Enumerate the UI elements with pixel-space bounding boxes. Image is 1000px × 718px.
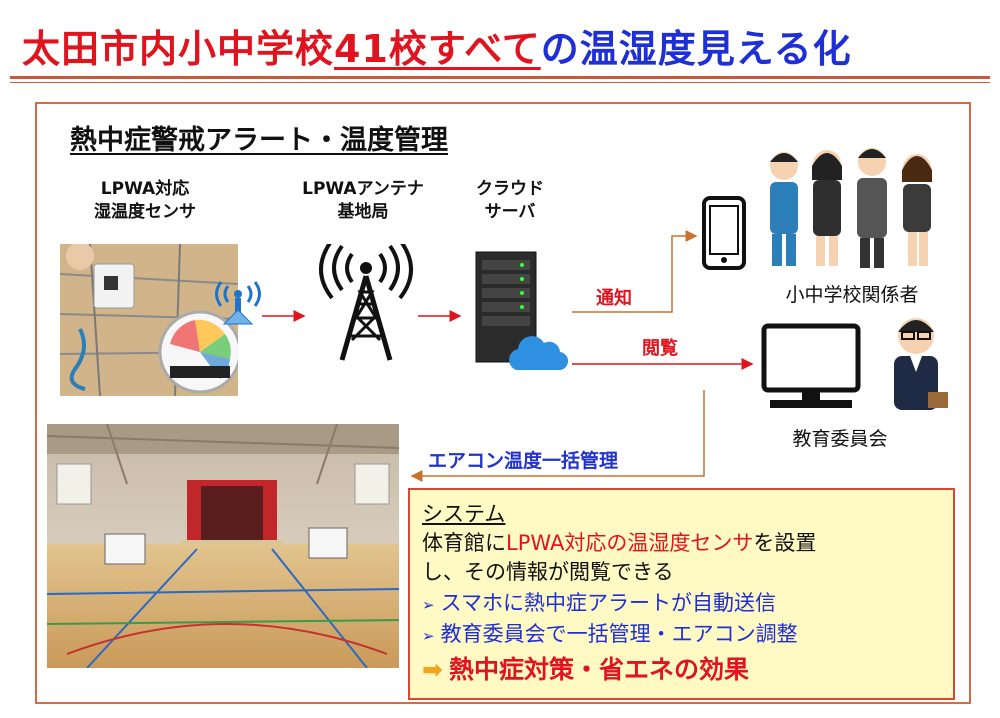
title-part2: 41校すべて (334, 27, 541, 71)
arrow-ac-manage (410, 390, 705, 482)
title-rule-thin (10, 82, 990, 83)
bullet2-text: 教育委員会で一括管理・エアコン調整 (440, 622, 798, 646)
monitor-icon (756, 322, 866, 412)
antenna-label-line1: LPWAアンテナ (302, 179, 424, 199)
cloud-server-label: クラウド サーバ (460, 178, 560, 224)
bullet1-text: スマホに熱中症アラートが自動送信 (440, 591, 776, 615)
view-label: 閲覧 (642, 338, 678, 359)
antenna-tower-icon (318, 238, 414, 362)
system-summary-box: システム 体育館にLPWA対応の温湿度センサを設置 し、その情報が閲覧できる ➢… (408, 488, 955, 700)
system-line1-c: を設置 (753, 531, 817, 555)
cloud-label-line1: クラウド (476, 179, 544, 199)
system-line1: 体育館にLPWA対応の温湿度センサを設置 (422, 527, 816, 557)
cloud-icon (504, 334, 570, 374)
system-conclusion: ➡熱中症対策・省エネの効果 (422, 650, 749, 686)
system-line1-b: LPWA対応の温湿度センサ (506, 531, 754, 555)
title-part1: 太田市内小中学校 (22, 27, 335, 71)
sensor-label-line1: LPWA対応 (100, 179, 190, 199)
content-frame (35, 102, 971, 704)
system-bullet1: ➢ スマホに熱中症アラートが自動送信 (422, 587, 776, 617)
smartphone-icon (700, 196, 748, 270)
board-label: 教育委員会 (792, 428, 888, 450)
antenna-label-line2: 基地局 (337, 202, 389, 222)
system-line1-a: 体育館に (422, 531, 506, 555)
sensor-label: LPWA対応 湿温度センサ (60, 178, 230, 224)
cloud-label-line2: サーバ (484, 202, 536, 222)
sensor-photo (60, 244, 238, 396)
people-illustration (762, 140, 942, 270)
antenna-label: LPWAアンテナ 基地局 (278, 178, 448, 224)
school-staff-label: 小中学校関係者 (785, 284, 919, 306)
page-title: 太田市内小中学校41校すべての温湿度見える化 (22, 18, 852, 73)
sensor-label-line2: 湿温度センサ (94, 202, 196, 222)
notify-label: 通知 (596, 288, 632, 309)
orange-arrow-icon: ➡ (422, 655, 443, 684)
system-heading: システム (422, 502, 506, 526)
bullet-arrow-icon: ➢ (422, 596, 435, 614)
system-bullet2: ➢ 教育委員会で一括管理・エアコン調整 (422, 618, 798, 648)
official-illustration (880, 312, 952, 412)
bullet-arrow-icon: ➢ (422, 627, 435, 645)
system-line2: し、その情報が閲覧できる (422, 560, 674, 584)
signal-waves-icon (206, 280, 270, 328)
arrow-notify (572, 230, 698, 313)
conclusion-text: 熱中症対策・省エネの効果 (448, 655, 749, 684)
ac-manage-label: エアコン温度一括管理 (428, 450, 619, 472)
title-rule (10, 76, 990, 79)
server-icon (472, 248, 544, 366)
title-part3: の温湿度見える化 (540, 27, 852, 71)
gymnasium-photo (47, 424, 399, 668)
section-heading: 熱中症警戒アラート・温度管理 (70, 125, 448, 156)
